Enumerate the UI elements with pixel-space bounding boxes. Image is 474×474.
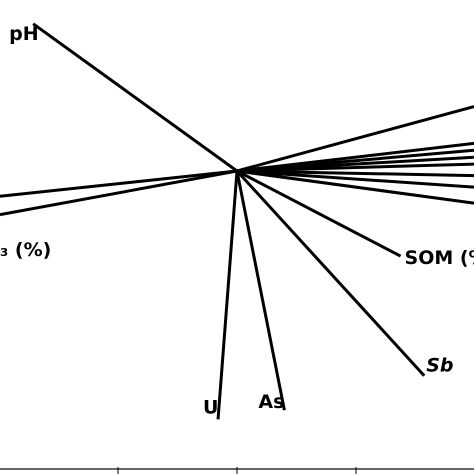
loading-vector <box>236 169 474 189</box>
loading-vector <box>0 169 238 198</box>
vector-label: Sb <box>426 355 453 377</box>
loading-vector <box>216 170 239 420</box>
vector-label: pH <box>9 23 39 45</box>
vector-label: U <box>203 396 218 418</box>
loading-vector <box>32 22 238 173</box>
loading-vector <box>236 105 474 173</box>
loading-vector <box>235 169 426 377</box>
loading-vector <box>235 170 286 411</box>
loading-vectors <box>0 22 474 420</box>
loading-vector <box>236 169 474 205</box>
loading-vector <box>236 162 474 173</box>
vector-label: As <box>258 391 284 413</box>
loading-vector <box>236 169 474 178</box>
loading-vector <box>236 169 402 258</box>
loading-vector <box>0 169 238 217</box>
vector-label: ₃ (%) <box>0 239 51 261</box>
vector-label: SOM (% <box>405 247 474 269</box>
